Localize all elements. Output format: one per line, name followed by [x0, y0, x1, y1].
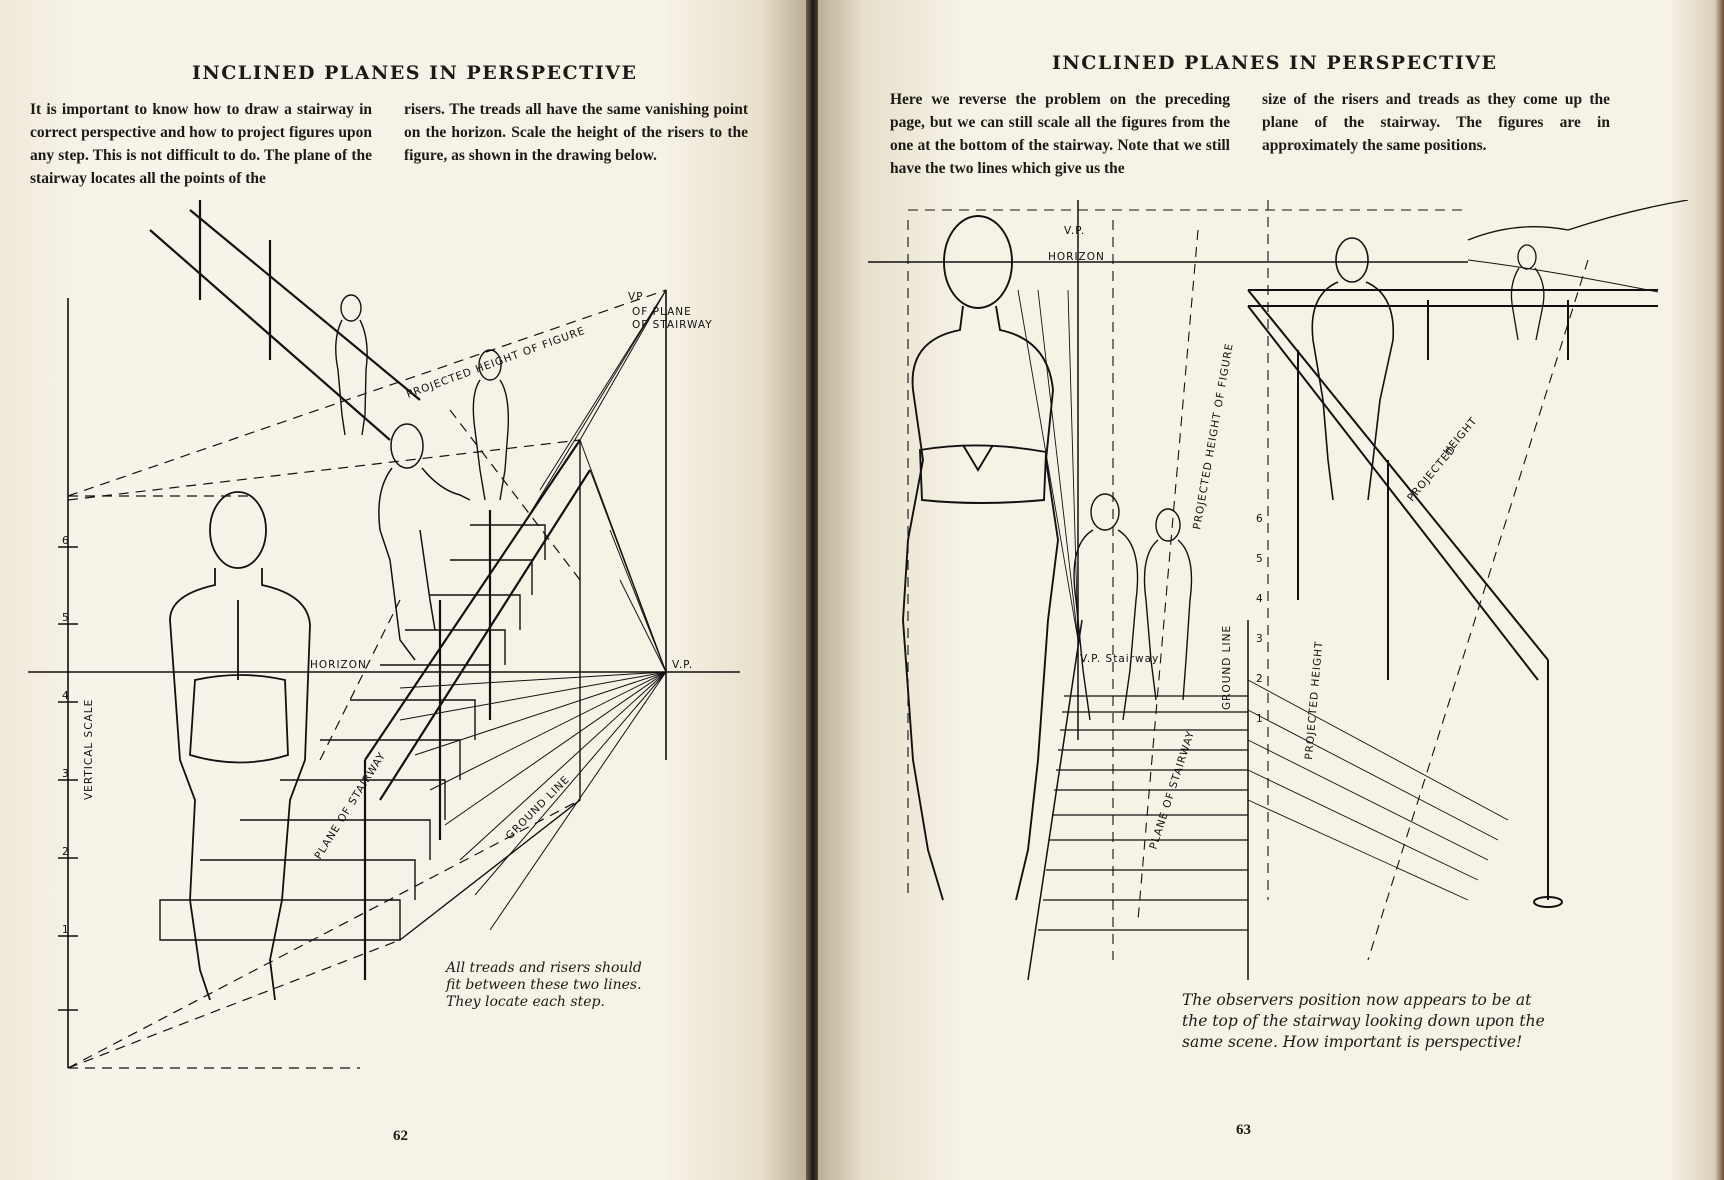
svg-text:1: 1	[1256, 713, 1264, 725]
left-body-column-2: risers. The treads all have the same van…	[404, 101, 748, 164]
book-gutter	[806, 0, 820, 1180]
vp-top-label: V.P.	[1064, 225, 1085, 237]
horizon-label: HORIZON	[1048, 251, 1105, 263]
caption-line: same scene. How important is perspective…	[1182, 1033, 1523, 1051]
left-running-title: INCLINED PLANES IN PERSPECTIVE	[192, 62, 638, 84]
female-figure-foreground	[902, 215, 1059, 901]
projected-height-label: PROJECTED HEIGHT	[1303, 640, 1325, 760]
of-stairway-label: OF STAIRWAY	[632, 319, 713, 331]
svg-text:5: 5	[1256, 553, 1264, 565]
left-page-number: 62	[393, 1128, 408, 1144]
vertical-scale-label: VERTICAL SCALE	[83, 699, 95, 800]
left-figure-caption: All treads and risers should fit between…	[446, 960, 642, 1011]
female-figure-middle	[378, 423, 471, 661]
caption-line: All treads and risers should	[446, 960, 642, 976]
plane-of-stairway-label: PLANE OF STAIRWAY	[312, 750, 388, 862]
caption-line: The observers position now appears to be…	[1182, 991, 1532, 1009]
stairway-perspective-figure: VP OF PLANE OF STAIRWAY PROJECTED HEIGHT…	[20, 200, 790, 1080]
svg-text:5: 5	[62, 612, 70, 624]
right-body-column-2: size of the risers and treads as they co…	[1262, 91, 1610, 154]
vp-plane-label: VP	[628, 291, 644, 303]
left-page: INCLINED PLANES IN PERSPECTIVE It is imp…	[0, 0, 808, 1180]
height-label: HEIGHT	[1441, 415, 1480, 458]
scale-ticks: 6 5 4 3 2 1	[1256, 513, 1264, 725]
caption-line: the top of the stairway looking down upo…	[1182, 1012, 1545, 1030]
female-figure-top	[472, 349, 510, 501]
caption-line: They locate each step.	[446, 994, 605, 1010]
horizon-label: HORIZON	[310, 659, 367, 671]
right-body-column-1: Here we reverse the problem on the prece…	[890, 91, 1230, 177]
ground-line-label: GROUND LINE	[1221, 625, 1233, 710]
figure-in-distance	[1510, 244, 1545, 341]
vp-label: V.P.	[672, 659, 693, 671]
of-plane-label: OF PLANE	[632, 306, 692, 318]
svg-text:2: 2	[62, 846, 70, 858]
right-figure-caption: The observers position now appears to be…	[1182, 990, 1545, 1053]
caption-line: fit between these two lines.	[446, 977, 642, 993]
vp-stairway-label: V.P. Stairway	[1080, 653, 1159, 665]
projected-height-label: PROJECTED HEIGHT OF FIGURE	[405, 325, 587, 401]
left-body-column-1: It is important to know how to draw a st…	[30, 101, 372, 187]
male-figure-middle	[1143, 508, 1193, 701]
projected-height-of-figure-label: PROJECTED HEIGHT OF FIGURE	[1191, 342, 1236, 531]
svg-text:3: 3	[1256, 633, 1264, 645]
svg-text:6: 6	[62, 535, 70, 547]
male-figure-foreground	[169, 491, 311, 1001]
right-page-number: 63	[1236, 1122, 1251, 1138]
right-page: INCLINED PLANES IN PERSPECTIVE Here we r…	[818, 0, 1724, 1180]
male-figure-on-deck	[1311, 237, 1395, 501]
stairway-drawing: VP OF PLANE OF STAIRWAY PROJECTED HEIGHT…	[28, 200, 740, 1069]
figure-at-top-of-stairs	[335, 294, 368, 436]
svg-text:6: 6	[1256, 513, 1264, 525]
right-running-title: INCLINED PLANES IN PERSPECTIVE	[1052, 52, 1498, 74]
svg-text:4: 4	[62, 690, 70, 702]
scale-ticks: 6 5 4 3 2 1	[62, 535, 70, 936]
svg-text:1: 1	[62, 924, 70, 936]
svg-text:4: 4	[1256, 593, 1264, 605]
stairway-top-view-figure: V.P. HORIZON PROJECTED HEIGHT OF FIGURE …	[868, 200, 1708, 980]
svg-text:3: 3	[62, 768, 70, 780]
stairway-top-drawing: V.P. HORIZON PROJECTED HEIGHT OF FIGURE …	[868, 200, 1689, 980]
female-figure-middle	[1073, 493, 1139, 721]
svg-text:2: 2	[1256, 673, 1264, 685]
